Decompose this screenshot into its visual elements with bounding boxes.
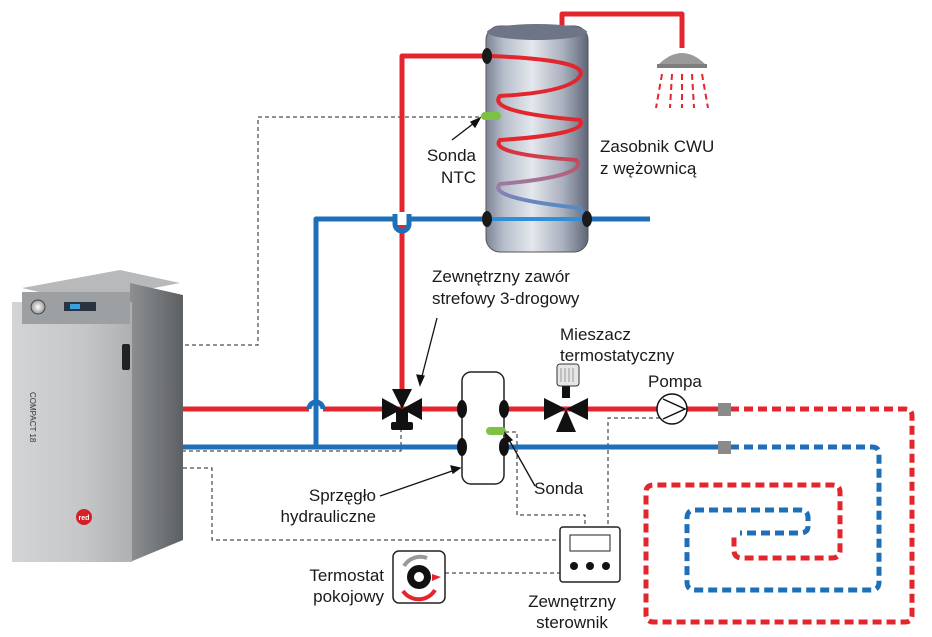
hydraulic-coupler bbox=[457, 371, 509, 485]
thermostat-label-line1: Termostat bbox=[309, 566, 384, 585]
coupler-label-line1: Sprzęgło bbox=[309, 486, 376, 505]
tank-port-bottom-left bbox=[482, 211, 492, 227]
wire-boiler-to-controller bbox=[183, 467, 560, 541]
valve-label-line2: strefowy 3-drogowy bbox=[432, 289, 580, 308]
floor-return-port bbox=[718, 441, 731, 454]
tank-port-bottom-right bbox=[582, 211, 592, 227]
wire-probe-to-controller bbox=[505, 431, 586, 530]
probe-label: Sonda bbox=[534, 479, 584, 498]
coupler-probe-sensor bbox=[486, 427, 506, 435]
tank-top-cap bbox=[487, 24, 587, 40]
pump-label: Pompa bbox=[648, 372, 702, 391]
floor-supply-loop bbox=[643, 406, 915, 625]
boiler-model-label: COMPACT 18 bbox=[28, 392, 37, 443]
wire-pump-to-controller bbox=[607, 417, 660, 530]
labels: Zasobnik CWU z wężownicą Sonda NTC Zewnę… bbox=[281, 137, 715, 632]
pump-icon bbox=[656, 393, 688, 425]
boiler: COMPACT 18 red bbox=[12, 270, 183, 562]
boiler-front bbox=[12, 302, 132, 562]
controller-label-line1: Zewnętrzny bbox=[528, 592, 616, 611]
tank-label-line2: z wężownicą bbox=[600, 159, 697, 178]
boiler-handle bbox=[122, 344, 130, 370]
controller-icon bbox=[559, 526, 621, 583]
signal-wiring bbox=[183, 116, 660, 574]
tank-return-pipe bbox=[313, 216, 650, 447]
tank-label-line1: Zasobnik CWU bbox=[600, 137, 714, 156]
ntc-label-line2: NTC bbox=[441, 168, 476, 187]
thermostat-label-line2: pokojowy bbox=[313, 587, 384, 606]
mixer-label-line1: Mieszacz bbox=[560, 325, 631, 344]
floor-heating-loop bbox=[643, 406, 915, 625]
controller-label-line2: sterownik bbox=[536, 613, 608, 632]
pipework bbox=[183, 11, 722, 450]
tank-coil bbox=[489, 54, 590, 221]
hot-water-pipe bbox=[559, 11, 685, 48]
boiler-brand-label: red bbox=[79, 515, 90, 522]
ntc-label-line1: Sonda bbox=[427, 146, 477, 165]
hot-water-tank bbox=[481, 24, 592, 253]
room-thermostat-icon bbox=[392, 550, 446, 604]
water-spray bbox=[655, 73, 709, 109]
ntc-sensor bbox=[481, 112, 501, 120]
tank-supply-pipe bbox=[399, 53, 486, 212]
floor-return-loop bbox=[684, 444, 882, 593]
shower-icon bbox=[655, 53, 709, 109]
floor-supply-port bbox=[718, 403, 731, 416]
mixer-label-line2: termostatyczny bbox=[560, 346, 675, 365]
valve-label-line1: Zewnętrzny zawór bbox=[432, 267, 570, 286]
pressure-gauge-icon bbox=[30, 299, 46, 315]
thermostatic-mixer-icon bbox=[544, 363, 588, 432]
annotation-arrows bbox=[379, 116, 536, 497]
crossover-hump-blue bbox=[306, 399, 326, 410]
coupler-label-line2: hydrauliczne bbox=[281, 507, 376, 526]
controller-display bbox=[569, 534, 611, 552]
wire-valve-to-boiler bbox=[183, 428, 402, 452]
wire-ntc-to-boiler bbox=[183, 116, 486, 346]
boiler-brand-logo bbox=[76, 509, 92, 525]
tank-port-top bbox=[482, 48, 492, 64]
boiler-side-panel bbox=[130, 283, 183, 562]
three-way-valve-icon bbox=[382, 389, 422, 430]
